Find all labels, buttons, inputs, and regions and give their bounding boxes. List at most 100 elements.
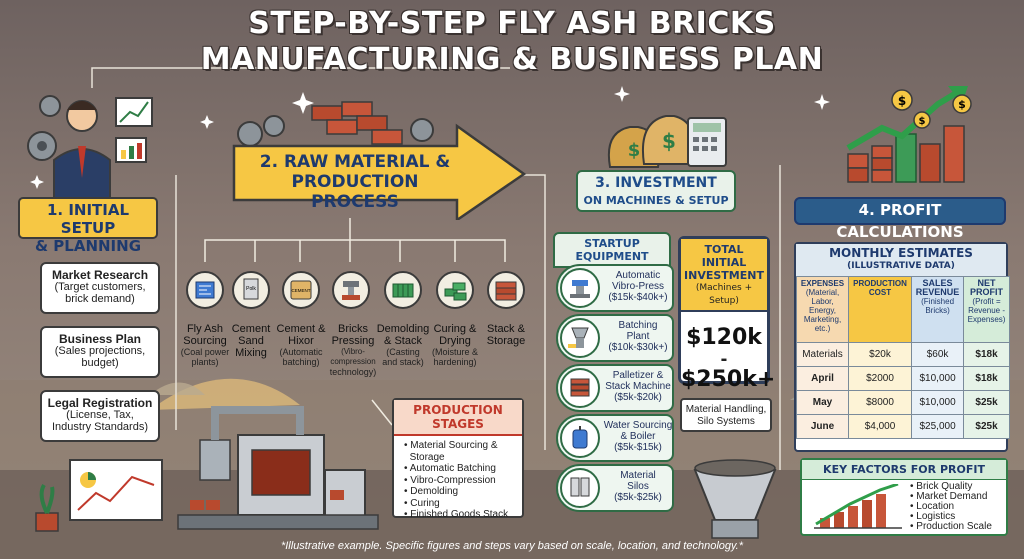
- silos-icon: [560, 468, 600, 508]
- process-name: Sourcing: [183, 335, 227, 347]
- process-name: Sand: [238, 335, 264, 347]
- svg-text:$: $: [628, 140, 641, 161]
- startup-title-line1: STARTUP: [584, 237, 640, 250]
- footnote: *Illustrative example. Specific figures …: [280, 540, 744, 552]
- table-cell: $25k: [963, 414, 1010, 439]
- blueprint-icon: [186, 271, 224, 309]
- card-detail: brick demand): [65, 293, 135, 305]
- process-name: Fly Ash: [186, 323, 224, 335]
- hopper-illustration: [693, 459, 777, 539]
- title-line-1: STEP-BY-STEP FLY ASH BRICKS: [248, 6, 776, 41]
- card-heading: Market Research: [51, 268, 149, 282]
- cement-bag-icon: CEMENT: [282, 271, 320, 309]
- table-cell: $25,000: [911, 414, 965, 439]
- factor-item: • Market Demand: [910, 491, 988, 502]
- stage-item: • Vibro-Compression: [404, 474, 496, 486]
- process-label-fly-ash: Fly Ash Sourcing (Coal power plants): [174, 323, 236, 367]
- process-label-bricks-pressing: Bricks Pressing (Vibro-compression techn…: [320, 323, 386, 377]
- step4-label: 4. PROFIT CALCULATIONS: [794, 197, 1006, 241]
- production-stages-title: PRODUCTION STAGES: [394, 400, 522, 436]
- step2-label-line2: PRODUCTION PROCESS: [291, 172, 419, 212]
- table-cell: $10,000: [911, 366, 965, 391]
- card-detail: Industry Standards): [52, 421, 148, 433]
- step3-label-line2: ON MACHINES & SETUP: [583, 194, 729, 207]
- process-label-stack-storage: Stack & Storage: [475, 323, 537, 347]
- factor-item: • Location: [910, 501, 955, 512]
- process-name: Drying: [439, 335, 471, 347]
- step1-label-line2: & PLANNING: [34, 237, 142, 255]
- card-detail: (License, Tax,: [66, 409, 134, 421]
- step2-label-line1: 2. RAW MATERIAL &: [259, 152, 451, 172]
- process-name: Cement &: [276, 323, 326, 335]
- svg-text:$: $: [898, 94, 906, 108]
- process-name: Pressing: [331, 335, 375, 347]
- stage-item: • Finished Goods Stack: [404, 509, 509, 520]
- factor-item: • Logistics: [910, 511, 956, 522]
- total-high: $250k+: [681, 367, 776, 392]
- vibro-press-icon: [560, 268, 600, 308]
- process-label-cement-hixor: Cement & Hixor (Automatic batching): [270, 323, 332, 367]
- process-label-curing: Curing & Drying (Moisture & hardening): [424, 323, 486, 367]
- process-label-cement-sand: Cement Sand Mixing: [220, 323, 282, 359]
- batching-plant-icon: [560, 318, 600, 358]
- monthly-estimates-panel: MONTHLY ESTIMATES (ILLUSTRATIVE DATA) EX…: [794, 242, 1010, 452]
- process-name: Curing &: [433, 323, 477, 335]
- table-row: Materials $20k $60k $18k: [796, 342, 1010, 367]
- curing-bricks-icon: [436, 271, 474, 309]
- total-investment-box: TOTAL INITIAL INVESTMENT (Machines + Set…: [678, 236, 775, 392]
- stage-item: • Demolding: [404, 486, 459, 497]
- step2-arrow-graphic: [232, 101, 527, 220]
- step3-label: 3. INVESTMENT ON MACHINES & SETUP: [576, 170, 736, 212]
- equipment-water-boiler: Water Sourcing& Boiler($5k-$15k): [556, 414, 674, 462]
- col-header-expenses: EXPENSES(Material,Labor,Energy,Marketing…: [796, 276, 849, 343]
- total-dash: -: [720, 348, 728, 370]
- material-handling-note: Material Handling, Silo Systems: [680, 398, 772, 432]
- business-plan-card: Business Plan (Sales projections, budget…: [40, 326, 160, 378]
- step3-label-line1: 3. INVESTMENT: [595, 175, 717, 191]
- stage-item: • Automatic Batching: [404, 463, 496, 474]
- stage-item: Storage: [409, 451, 445, 463]
- card-detail: (Sales projections,: [54, 345, 146, 357]
- table-cell: $20k: [847, 342, 913, 367]
- silo-text: Polk: [246, 286, 256, 292]
- legal-registration-card: Legal Registration (License, Tax, Indust…: [40, 390, 160, 442]
- process-name: Cement: [231, 323, 271, 335]
- table-cell: $25k: [963, 390, 1010, 415]
- stage-item: • Curing: [404, 497, 440, 509]
- step1-label-line1: 1. INITIAL SETUP: [46, 201, 130, 237]
- growth-chart-illustration: $ $ $: [846, 86, 972, 183]
- key-factors-title: KEY FACTORS FOR PROFIT: [802, 460, 1006, 480]
- card-detail: budget): [81, 357, 119, 369]
- table-cell: $18k: [963, 342, 1010, 367]
- table-cell: $18k: [963, 366, 1010, 391]
- total-low: $120k: [686, 325, 762, 350]
- process-sub: technology): [329, 367, 377, 377]
- process-label-demolding: Demolding & Stack (Casting and stack): [372, 323, 434, 367]
- table-cell: $4,000: [847, 414, 913, 439]
- total-investment-title: TOTAL INITIAL INVESTMENT (Machines + Set…: [681, 239, 767, 312]
- key-factors-panel: KEY FACTORS FOR PROFIT • Brick Quality •…: [800, 458, 1008, 536]
- process-sub: hardening): [433, 357, 477, 367]
- table-row: June $4,000 $25,000 $25k: [796, 414, 1010, 439]
- profit-table: EXPENSES(Material,Labor,Energy,Marketing…: [796, 276, 1010, 439]
- silo-icon: Polk: [232, 271, 270, 309]
- card-heading: Business Plan: [58, 332, 142, 346]
- process-sub: (Moisture &: [431, 347, 478, 357]
- money-bags-illustration: $ $: [608, 115, 727, 168]
- svg-text:$: $: [958, 98, 966, 111]
- process-name: Stack &: [487, 323, 525, 335]
- startup-title-line2: EQUIPMENT: [575, 250, 649, 263]
- table-cell: $8000: [847, 390, 913, 415]
- cement-bag-text: CEMENT: [292, 288, 311, 293]
- process-sub: (Coal power: [180, 347, 230, 357]
- press-machine-illustration: [177, 406, 379, 530]
- step2-label: 2. RAW MATERIAL & PRODUCTION PROCESS: [250, 152, 460, 212]
- process-sub: batching): [282, 357, 320, 367]
- process-name: Bricks: [338, 323, 368, 335]
- table-cell: April: [796, 366, 849, 391]
